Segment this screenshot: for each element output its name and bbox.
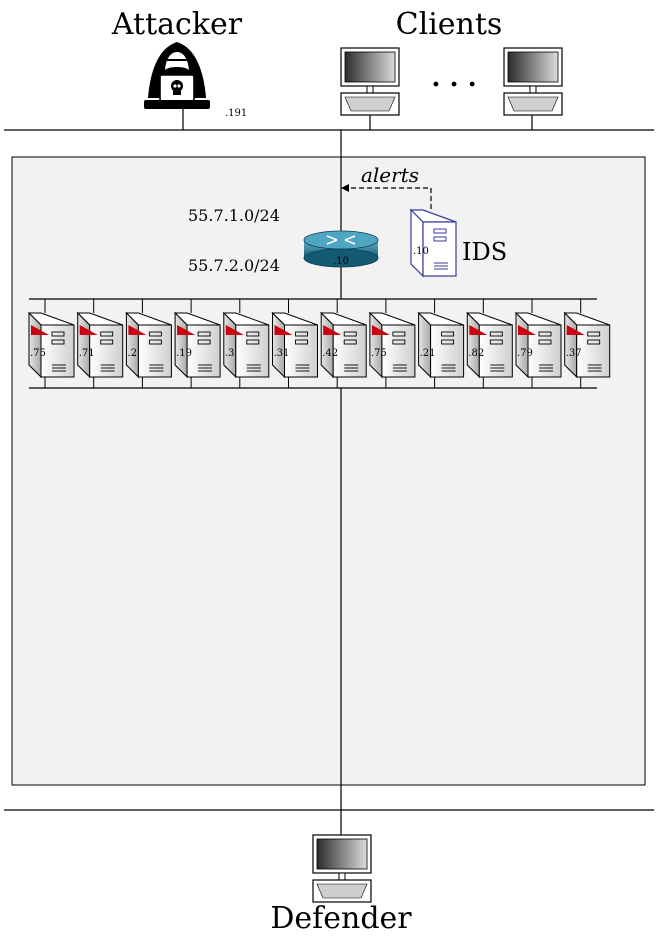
clients-ellipsis: · · · bbox=[431, 70, 476, 100]
server-ip: .79 bbox=[517, 348, 533, 359]
server-ip: .82 bbox=[468, 348, 484, 359]
subnet-1-label: 55.7.1.0/24 bbox=[188, 206, 280, 225]
compromised-flag-icon bbox=[274, 325, 293, 335]
client-workstation-icon-1 bbox=[340, 47, 400, 116]
router-icon bbox=[303, 230, 379, 268]
server-icon bbox=[466, 299, 513, 388]
server-ip: .2 bbox=[127, 348, 137, 359]
server-ip: .42 bbox=[322, 348, 338, 359]
server-icon bbox=[368, 299, 416, 388]
attacker-title: Attacker bbox=[111, 7, 243, 42]
server-icon bbox=[563, 299, 611, 388]
hacker-icon bbox=[144, 42, 210, 130]
clients-title: Clients bbox=[396, 7, 503, 42]
server-icon bbox=[319, 299, 367, 388]
compromised-flag-icon bbox=[469, 325, 488, 335]
server-icon bbox=[76, 299, 124, 388]
server-icon bbox=[271, 299, 318, 388]
defender-workstation-icon bbox=[312, 834, 372, 903]
server-ip: .71 bbox=[79, 348, 95, 359]
server-icon bbox=[173, 299, 221, 388]
server-ip: .37 bbox=[566, 348, 582, 359]
client-workstation-icon-2 bbox=[503, 47, 563, 116]
compromised-flag-icon bbox=[31, 325, 49, 335]
server-ip: .75 bbox=[371, 348, 387, 359]
compromised-flag-icon bbox=[371, 325, 390, 335]
server-ip: .75 bbox=[30, 348, 46, 359]
defender-title: Defender bbox=[270, 901, 412, 936]
ids-label: IDS bbox=[462, 238, 507, 266]
server-icon bbox=[125, 299, 172, 388]
compromised-flag-icon bbox=[128, 325, 147, 335]
server-ip: .31 bbox=[274, 348, 290, 359]
server-ip: .21 bbox=[420, 348, 436, 359]
attacker-ip: .191 bbox=[225, 108, 247, 119]
server-icon bbox=[27, 299, 75, 388]
server-icon bbox=[222, 299, 270, 388]
compromised-flag-icon bbox=[79, 325, 98, 335]
server-icon bbox=[417, 299, 465, 388]
ids-ip: .10 bbox=[413, 246, 429, 257]
alerts-arrowhead bbox=[341, 184, 349, 192]
compromised-flag-icon bbox=[177, 325, 196, 335]
subnet-2-label: 55.7.2.0/24 bbox=[188, 256, 280, 275]
ids-server-icon bbox=[409, 208, 457, 278]
compromised-flag-icon bbox=[518, 325, 536, 335]
server-icon bbox=[514, 299, 562, 388]
compromised-flag-icon bbox=[323, 325, 342, 335]
server-ip: .3 bbox=[225, 348, 235, 359]
router-ip: .10 bbox=[333, 256, 349, 267]
alerts-arrow bbox=[348, 187, 432, 209]
server-ip: .19 bbox=[176, 348, 192, 359]
compromised-flag-icon bbox=[225, 325, 244, 335]
compromised-flag-icon bbox=[566, 325, 585, 335]
alerts-label: alerts bbox=[361, 163, 419, 187]
server-row: .75 .71 .2 .19 .3 .31 .42 .75 .21 .82 .79 .37 bbox=[27, 299, 611, 388]
